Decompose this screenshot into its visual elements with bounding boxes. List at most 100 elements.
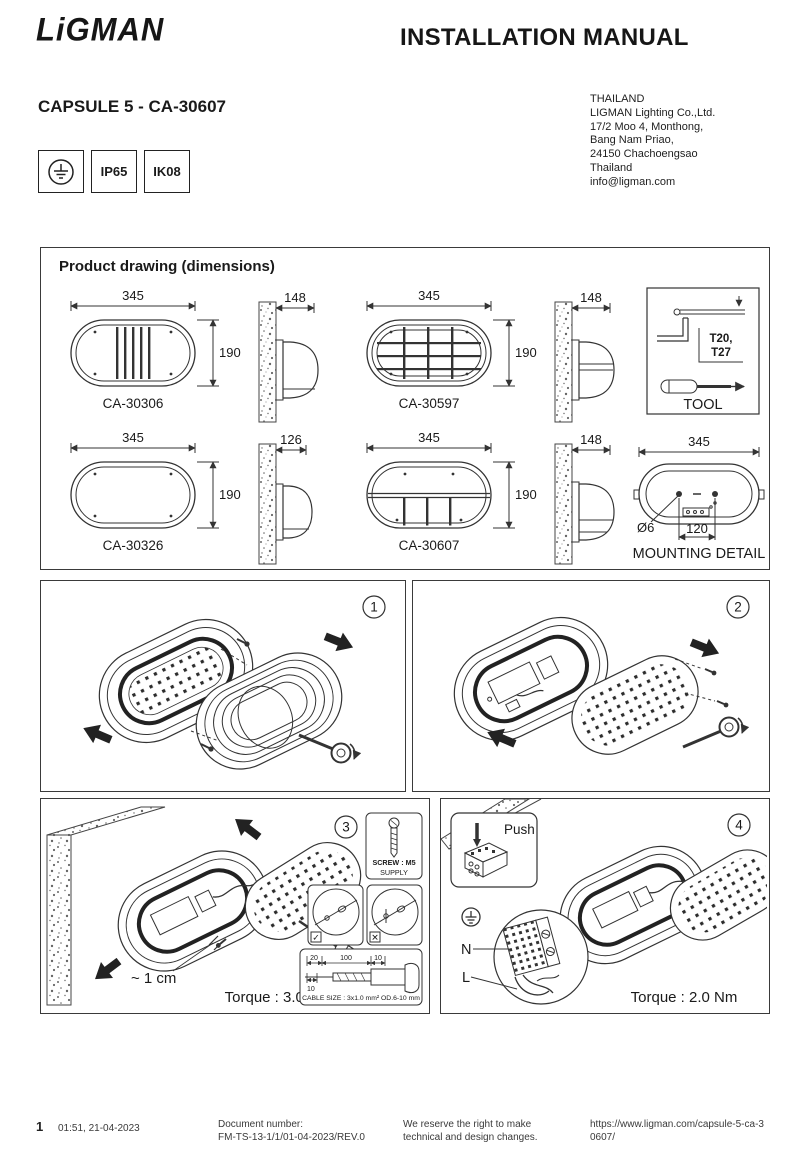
direction-arrow [323,632,354,652]
tool-bit-2: T27 [711,347,731,359]
step-number: 2 [734,600,742,615]
gear-tray-plate [669,849,767,941]
dimension-drawings: 345 190 CA-30306 148 [70,287,766,565]
mounting-detail-label: MOUNTING DETAIL [633,546,766,562]
drawing-ca30607-front: 345 190 CA-30607 [366,430,537,553]
torx-key-icon [657,318,684,337]
terminal-detail [502,916,561,996]
line-label: L [462,970,470,986]
page-title: INSTALLATION MANUAL [400,24,689,51]
torx-key [682,716,750,749]
push-label: Push [504,822,535,837]
ligman-logo: LiGMAN [36,11,165,48]
mounting-detail-drawing: 345 Ø6 120 MOUNTING DETAIL [633,434,766,562]
address-line: LIGMAN Lighting Co.,Ltd. [590,106,716,119]
drawing-ca30306-front: 345 190 CA-30306 [70,288,241,411]
front-cover-ribbed [195,652,343,770]
gap-label: ~ 1 cm [131,970,176,987]
earth-class-badge [38,150,84,193]
checkbox [369,931,381,943]
model-label: CA-30306 [103,396,164,411]
step-number-circle [727,813,751,837]
panel-title: Product drawing (dimensions) [59,258,275,275]
product-url-link[interactable]: https://www.ligman.com/capsule-5-ca-3060… [590,1119,764,1143]
neutral-label: N [461,942,471,958]
model-label: CA-30597 [399,396,460,411]
document-number-block: Document number: FM-TS-13-1/1/01-04-2023… [218,1118,365,1144]
dim-depth: 148 [580,290,602,305]
housing-open [453,616,609,742]
screw [236,638,250,647]
wall-strip [46,834,72,1006]
drawing-ca30597-front: 345 190 CA-30597 [366,288,537,411]
hole-spacing-label: 120 [686,521,708,536]
step-1-box: 1 [40,580,406,792]
housing-on-wall [117,850,275,972]
driver-unit [487,661,541,705]
step-3-illustration: ~ 1 cm Torque : 3.0 Nm 3 [46,806,423,1006]
document-number-label: Document number: [218,1119,304,1130]
hole-diameter-label: Ø6 [637,520,654,535]
tool-bit-1: T20, [709,333,732,345]
cable-dim-100: 100 [340,955,352,962]
direction-arrow [487,728,517,748]
step-1-illustration: 1 [83,595,386,770]
dim-width: 345 [688,434,710,449]
dim-width: 345 [418,288,440,303]
cable-jacket [370,968,406,986]
address-line: Thailand [590,161,633,174]
address-line: 24150 Chachoengsao [590,148,698,161]
dim-height: 190 [515,345,537,360]
product-drawing-panel: Product drawing (dimensions) 345 [40,247,770,570]
dim-height: 190 [515,487,537,502]
cable-dim-20: 20 [310,955,318,962]
drawing-ca30326-front: 345 190 CA-30326 [70,430,241,553]
document-number-value: FM-TS-13-1/1/01-04-2023/REV.0 [218,1132,365,1143]
dim-depth: 126 [280,432,302,447]
drawing-ca30597-side: 148 [554,290,615,423]
tool-label: TOOL [683,397,722,413]
step-number: 4 [735,818,743,833]
address-line: Bang Nam Priao, [590,134,674,147]
direction-arrow [95,957,122,980]
address-line: 17/2 Moo 4, Monthong, [590,120,704,133]
certification-badges: IP65 IK08 [38,150,190,193]
terminal-block-icon [463,842,509,878]
cable-gland [404,962,420,994]
dim-depth: 148 [580,432,602,447]
page-number: 1 [36,1119,44,1134]
step-number: 1 [370,600,378,615]
dim-width: 345 [122,288,144,303]
cable-size-note: 20 100 10 10 CABLE SIZE : 3x1.0 mm² OD.6… [299,948,423,1006]
model-label: CA-30607 [399,538,460,553]
ip-rating-badge: IP65 [91,150,137,193]
housing-wired [559,845,710,965]
model-label: CA-30326 [103,538,164,553]
step-number-circle [334,815,358,839]
direction-arrow [83,724,113,744]
step-3-box: ~ 1 cm Torque : 3.0 Nm 3 [40,798,430,1014]
earth-icon [48,158,74,185]
cable-size-caption: CABLE SIZE : 3x1.0 mm² OD.6-10 mm [302,995,420,1002]
drawing-ca30607-side: 148 [554,432,615,565]
step-number: 3 [342,820,350,835]
step-2-box: 2 [412,580,770,792]
terminal-block [535,655,560,680]
cross-mark: ✕ [371,933,379,943]
step-number-circle [726,595,750,619]
torque-label: Torque : 2.0 Nm [631,989,738,1006]
wall-top-edge [46,806,166,836]
push-inset: Push [450,812,538,888]
gear-tray-plate [571,655,699,755]
screw-note-line1: SCREW : M5 [372,858,415,867]
tool-box: T20, T27 TOOL [646,287,760,415]
m5-screw-icon [388,817,400,858]
gap-tick [213,940,224,951]
cable-dim-10: 10 [374,955,382,962]
product-name: CAPSULE 5 - CA-30607 [38,97,227,116]
dim-height: 190 [219,487,241,502]
step-2-illustration: 2 [453,595,750,755]
earth-icon [461,907,481,927]
correct-detail-box: ✓ [307,884,364,946]
screw [716,700,729,708]
